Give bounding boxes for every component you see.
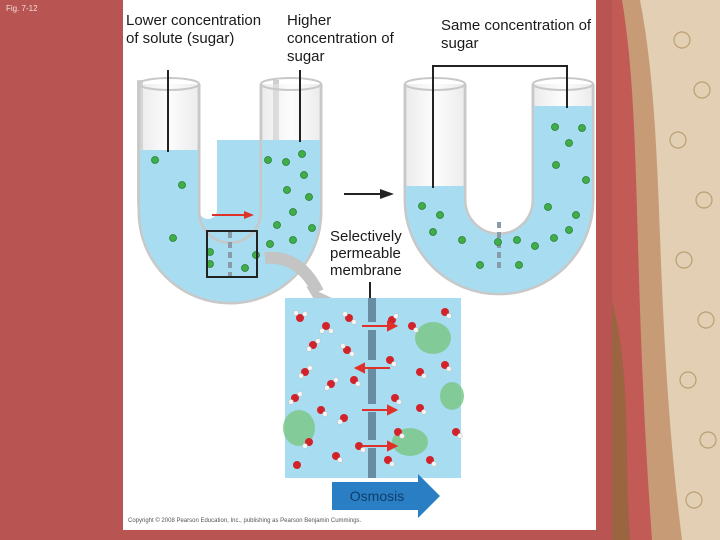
osmosis-label: Osmosis bbox=[349, 488, 405, 504]
same-concentration-label: Same concentration of sugar bbox=[441, 17, 592, 52]
molecular-view bbox=[283, 298, 464, 478]
copyright-credit: Copyright © 2008 Pearson Education, Inc.… bbox=[128, 518, 362, 524]
right-u-tube-body bbox=[403, 77, 595, 296]
zoom-arrow bbox=[264, 251, 324, 295]
water-flow-arrow bbox=[244, 211, 254, 219]
osmosis-arrow bbox=[332, 474, 440, 518]
higher-concentration-label: Higher concentration of sugar bbox=[287, 12, 394, 65]
bottom-frame bbox=[123, 530, 596, 540]
lower-concentration-label: Lower concentration of solute (sugar) bbox=[126, 12, 262, 47]
left-frame bbox=[0, 0, 123, 540]
membrane-label: Selectively permeable membrane bbox=[330, 228, 402, 279]
transition-arrow bbox=[380, 189, 394, 199]
figure-label: Fig. 7-12 bbox=[6, 4, 38, 13]
sugar-molecules-right bbox=[418, 123, 590, 269]
leader-lines bbox=[167, 65, 568, 305]
decorative-border bbox=[612, 0, 720, 540]
zoom-box bbox=[206, 230, 258, 278]
